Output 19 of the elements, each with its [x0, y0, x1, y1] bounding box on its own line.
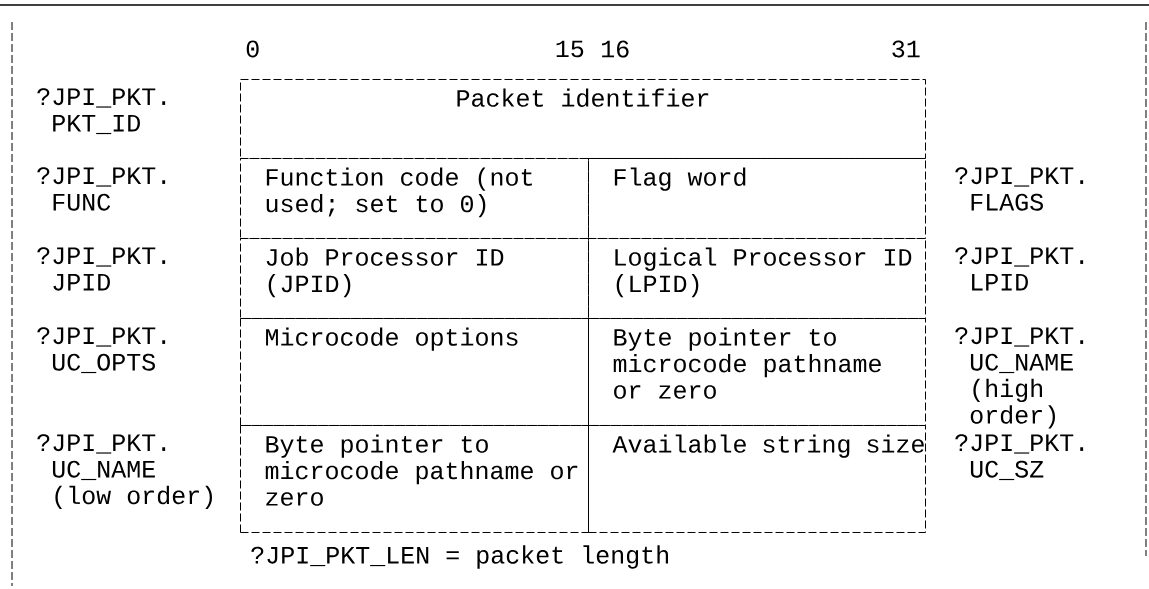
field-cell: Microcode options	[240, 318, 589, 426]
field-name: ?JPI_PKT. UC_NAME (low order)	[37, 434, 212, 510]
field-cell: Job Processor ID (JPID)	[240, 238, 589, 319]
packet-length-note: ?JPI_PKT_LEN = packet length	[251, 545, 668, 569]
field-name: ?JPI_PKT. JPID	[37, 247, 166, 291]
field-name: ?JPI_PKT. LPID	[955, 247, 1084, 291]
field-cell: Byte pointer to microcode pathname or zero	[588, 318, 926, 426]
field-cell: Packet identifier	[240, 79, 926, 159]
field-cell: Flag word	[588, 158, 926, 239]
field-name: ?JPI_PKT. FUNC	[37, 167, 166, 211]
field-cell: Function code (not used; set to 0)	[240, 158, 589, 239]
field-name: ?JPI_PKT. PKT_ID	[37, 88, 166, 135]
field-cell: Byte pointer to microcode pathname or zero	[240, 425, 589, 533]
field-name: ?JPI_PKT. UC_NAME (high order)	[955, 327, 1084, 429]
field-name: ?JPI_PKT. FLAGS	[955, 167, 1084, 211]
field-cell: Available string size	[588, 425, 926, 533]
field-name: ?JPI_PKT. UC_SZ	[955, 434, 1084, 481]
field-cell: Logical Processor ID (LPID)	[588, 238, 926, 319]
field-name: ?JPI_PKT. UC_OPTS	[37, 327, 166, 374]
